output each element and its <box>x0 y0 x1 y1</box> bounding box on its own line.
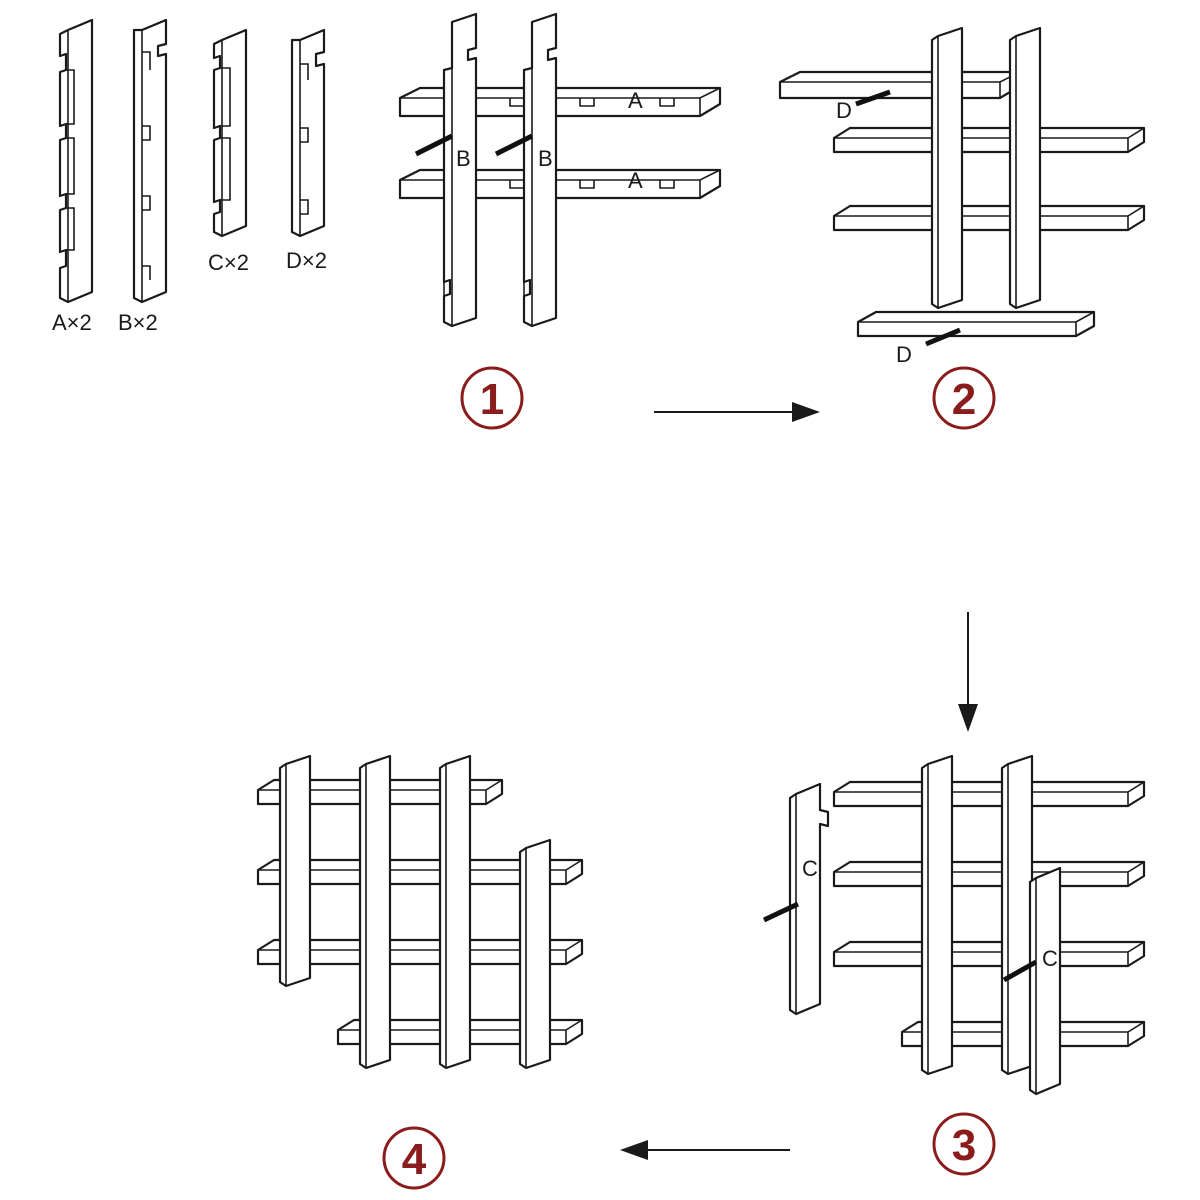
step3-upright-2 <box>1002 756 1032 1074</box>
step2-shelf-d-bottom <box>858 312 1094 336</box>
step3-label-c-left: C <box>802 856 818 881</box>
step4-upright-1 <box>280 756 310 986</box>
step3-label-c-right: C <box>1042 946 1058 971</box>
step2-shelf-2 <box>834 206 1144 230</box>
step2-label-d-top: D <box>836 98 852 123</box>
step-2-illustration: D D <box>780 28 1144 367</box>
part-c <box>214 30 246 236</box>
step-number-1: 1 <box>480 375 504 424</box>
parts-list: A×2 B×2 C×2 D×2 <box>52 20 327 335</box>
step-badge-3: 3 <box>934 1114 994 1174</box>
step4-upright-3 <box>440 756 470 1068</box>
step1-label-a-bottom: A <box>628 168 643 193</box>
part-c-label: C×2 <box>208 250 249 275</box>
step-4-illustration <box>258 756 582 1068</box>
step-number-2: 2 <box>952 375 976 424</box>
step2-label-d-bottom: D <box>896 342 912 367</box>
step1-label-b-right: B <box>538 146 553 171</box>
step-number-3: 3 <box>952 1121 976 1170</box>
step2-upright-left <box>932 28 962 308</box>
step-1-illustration: B B A A <box>400 14 720 326</box>
part-a-label: A×2 <box>52 310 92 335</box>
step2-shelf-1 <box>834 128 1144 152</box>
step2-shelf-d-top <box>780 72 1020 98</box>
step-badge-2: 2 <box>934 368 994 428</box>
step3-shelf-1 <box>834 782 1144 806</box>
step1-label-a-top: A <box>628 88 643 113</box>
step-badge-4: 4 <box>384 1128 444 1188</box>
step4-upright-2 <box>360 756 390 1068</box>
step3-shelf-2 <box>834 862 1144 886</box>
part-d-label: D×2 <box>286 248 327 273</box>
step-3-illustration: C C <box>764 756 1144 1094</box>
step3-upright-1 <box>922 756 952 1074</box>
part-a <box>60 20 92 302</box>
step4-upright-4 <box>520 840 550 1068</box>
step3-shelf-3 <box>834 942 1144 966</box>
step2-upright-right <box>1010 28 1040 308</box>
step1-label-b-left: B <box>456 146 471 171</box>
step-badge-1: 1 <box>462 368 522 428</box>
part-b-label: B×2 <box>118 310 158 335</box>
part-b <box>134 20 166 302</box>
step3-upright-c-right <box>1030 868 1060 1094</box>
part-d <box>292 30 324 236</box>
step-number-4: 4 <box>402 1135 427 1184</box>
